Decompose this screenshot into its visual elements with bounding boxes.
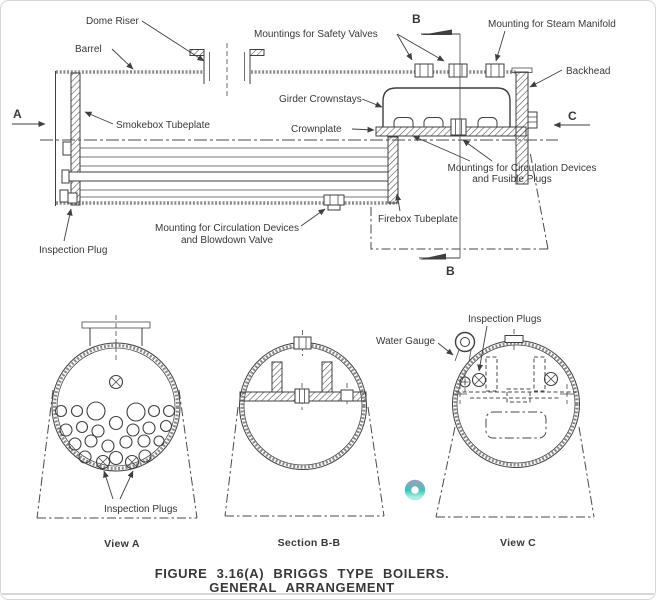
girder-foot [423, 117, 444, 127]
caption-line-2: GENERAL ARRANGEMENT [209, 580, 394, 595]
view-c: Water Gauge Inspection Plugs View C [376, 314, 595, 549]
saddle-phantom [224, 406, 385, 517]
label-girder-crownstays: Girder Crownstays [279, 94, 362, 105]
handhole [62, 141, 72, 156]
girder-foot [477, 117, 498, 127]
boiler-elevation: Dome Riser Barrel Smokebox Tubeplate Mou… [12, 12, 616, 278]
label-circulation-fusible-1: Mountings for Circulation Devices [448, 163, 597, 174]
girder-stay-right [321, 361, 333, 393]
girder-stay-hidden-right [533, 356, 546, 392]
crownplate-fittings [294, 383, 354, 410]
inspection-plug-fitting [59, 189, 78, 204]
view-a: Inspection Plugs View A [36, 315, 198, 550]
foundation-phantom [370, 207, 548, 250]
leader-inspection-plugs-a [103, 470, 114, 500]
water-gauge-fitting [454, 331, 476, 363]
figure-caption: FIGURE 3.16(A) BRIGGS TYPE BOILERS. GENE… [155, 566, 450, 595]
label-inspection-plug: Inspection Plug [39, 245, 107, 256]
section-mark-a: A [13, 107, 22, 121]
leader-lines [63, 20, 563, 242]
steam-manifold-mounting [485, 63, 505, 78]
label-mountings-safety-valves: Mountings for Safety Valves [254, 29, 378, 40]
label-water-gauge: Water Gauge [376, 336, 436, 347]
label-circulation-blowdown-1: Mounting for Circulation Devices [155, 223, 299, 234]
saddle-phantom [36, 389, 198, 519]
label-mounting-steam-manifold: Mounting for Steam Manifold [488, 19, 616, 30]
section-mark-c: C [568, 109, 577, 123]
girder-stay-left [271, 361, 283, 393]
girder-stay-hidden-left [485, 356, 498, 392]
section-b-line [419, 29, 461, 260]
top-fitting [293, 330, 312, 356]
safety-valve-mounting-2 [448, 63, 468, 78]
leader-water-gauge [437, 342, 454, 356]
girder-crownstays [382, 87, 511, 127]
view-a-title: View A [104, 538, 140, 550]
teal-ring-marker [404, 479, 426, 501]
label-inspection-plugs-view-a: Inspection Plugs [104, 504, 177, 515]
top-mounting-pad [504, 335, 524, 343]
section-mark-b-top: B [412, 12, 421, 26]
saddle-phantom [435, 426, 595, 518]
leader-inspection-plugs-a [119, 470, 134, 500]
blowdown-mounting [323, 194, 345, 211]
backhead-fitting [527, 111, 538, 129]
label-backhead: Backhead [566, 66, 610, 77]
label-firebox-tubeplate: Firebox Tubeplate [378, 214, 458, 225]
safety-valve-mounting-1 [414, 63, 434, 78]
tube-holes [54, 401, 176, 466]
section-mark-b-bottom: B [446, 264, 455, 278]
smokebox-tubeplate [70, 72, 81, 206]
section-bb: Section B-B [224, 330, 385, 549]
caption-line-1: FIGURE 3.16(A) BRIGGS TYPE BOILERS. [155, 566, 450, 581]
girder-foot [393, 117, 414, 127]
label-circulation-fusible-2: and Fusible Plugs [472, 174, 552, 185]
label-crownplate: Crownplate [291, 124, 342, 135]
label-dome-riser: Dome Riser [86, 16, 139, 27]
dome-riser [189, 43, 265, 96]
small-plug [459, 372, 471, 392]
crownplate-mounting-block [450, 118, 467, 136]
hidden-fitting [506, 388, 531, 403]
label-barrel: Barrel [75, 44, 102, 55]
label-smokebox-tubeplate: Smokebox Tubeplate [116, 120, 210, 131]
section-bb-title: Section B-B [278, 537, 341, 549]
centerline-marks [453, 384, 574, 404]
firehole-door-hidden [485, 411, 547, 439]
label-circulation-blowdown-2: and Blowdown Valve [181, 235, 274, 246]
view-c-title: View C [500, 537, 536, 549]
leader-inspection-plugs-c [477, 325, 488, 372]
firebox-tubeplate [387, 136, 399, 204]
label-inspection-plugs-view-c: Inspection Plugs [468, 314, 541, 325]
